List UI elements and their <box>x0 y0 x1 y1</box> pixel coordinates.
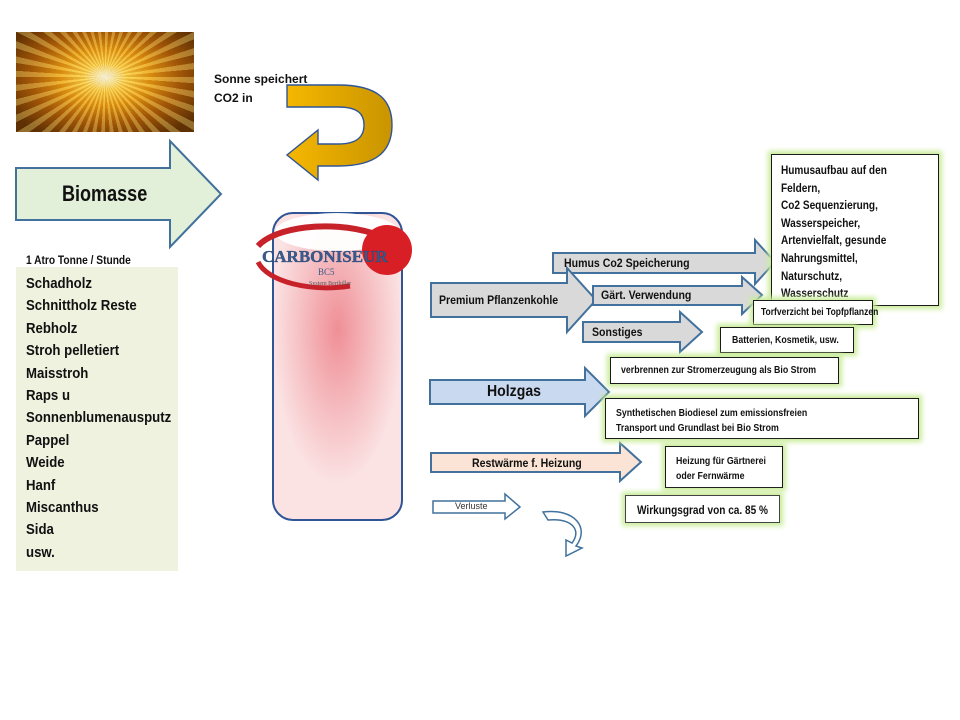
heizung-box: Heizung für Gärtnerei oder Fernwärme <box>665 446 783 488</box>
verluste-label: Verluste <box>455 501 488 511</box>
torf-box: Torfverzicht bei Topfpflanzen <box>753 300 878 325</box>
feedstock-item: Rebholz <box>26 319 78 337</box>
restwaerme-label: Restwärme f. Heizung <box>472 456 582 470</box>
humus-info-line: Co2 Sequenzierung, <box>781 198 878 213</box>
humus-info-line: Artenvielfalt, gesunde <box>781 233 887 248</box>
batterien-text: Batterien, Kosmetik, usw. <box>732 335 839 346</box>
verluste-arrow <box>432 492 522 521</box>
strom-box: verbrennen zur Stromerzeugung als Bio St… <box>610 357 839 384</box>
sun-image <box>16 32 194 132</box>
sun-caption-line1: Sonne speichert <box>214 72 308 86</box>
sun-caption-line2: CO2 in <box>214 91 253 105</box>
feedstock-item: Pappel <box>26 431 70 449</box>
feedstock-item: usw. <box>26 543 55 561</box>
biomass-label: Biomasse <box>62 181 148 206</box>
humus-info-line: Nahrungsmittel, <box>781 250 858 265</box>
feedstock-item: Stroh pelletiert <box>26 342 120 360</box>
co2-cycle-arrow <box>285 84 393 182</box>
feedstock-item: Schnittholz Reste <box>26 297 137 315</box>
gaert-arrow <box>592 274 764 317</box>
loss-curve-arrow <box>541 510 584 558</box>
feedstock-item: Schadholz <box>26 275 93 292</box>
biodiesel-line1: Synthetischen Biodiesel zum emissionsfre… <box>616 408 808 419</box>
wirkungsgrad-text: Wirkungsgrad von ca. 85 % <box>637 503 768 517</box>
feedstock-item: Weide <box>26 454 65 472</box>
humus-info-line: Naturschutz, <box>781 268 843 283</box>
heizung-line1: Heizung für Gärtnerei <box>676 456 766 467</box>
humus-arrow <box>552 237 777 287</box>
pflanzenkohle-label: Premium Pflanzenkohle <box>439 293 559 307</box>
logo-sub: BC5 <box>318 267 335 277</box>
humus-info-line: Wasserschutz <box>781 286 849 301</box>
feedstock-item: Miscanthus <box>26 499 99 517</box>
biomass-arrow <box>15 138 223 250</box>
batterien-box: Batterien, Kosmetik, usw. <box>720 327 854 353</box>
biodiesel-box: Synthetischen Biodiesel zum emissionsfre… <box>605 398 919 439</box>
feedstock-item: Hanf <box>26 476 56 494</box>
torf-text: Torfverzicht bei Topfpflanzen <box>761 307 879 318</box>
strom-text: verbrennen zur Stromerzeugung als Bio St… <box>621 365 817 376</box>
wirkungsgrad-box: Wirkungsgrad von ca. 85 % <box>625 495 780 523</box>
humus-info-line: Wasserspeicher, <box>781 215 861 230</box>
feedstock-item: Maisstroh <box>26 364 89 382</box>
logo-text: CARBONISEUR <box>262 247 388 266</box>
humus-info-line: Humusaufbau auf den <box>781 163 887 177</box>
carboniseur-logo: CARBONISEUR BC5 System Berthiller <box>255 223 412 291</box>
feedstock-item: Sida <box>26 521 54 539</box>
humus-label: Humus Co2 Speicherung <box>564 256 690 270</box>
holzgas-arrow <box>429 365 611 419</box>
pflanzenkohle-arrow <box>430 265 598 335</box>
sonstiges-arrow <box>582 309 704 355</box>
sonstiges-label: Sonstiges <box>592 325 643 339</box>
feedstock-item: Sonnenblumenausputz <box>26 409 172 427</box>
feed-rate-label: 1 Atro Tonne / Stunde <box>26 253 131 267</box>
holzgas-label: Holzgas <box>487 383 541 400</box>
heizung-line2: oder Fernwärme <box>676 471 745 482</box>
restwaerme-arrow <box>430 440 643 484</box>
feedstock-item: Raps u <box>26 387 71 405</box>
logo-tag: System Berthiller <box>309 281 351 287</box>
reactor-vessel <box>272 212 403 521</box>
humus-info-line: Feldern, <box>781 180 821 195</box>
biodiesel-line2: Transport und Grundlast bei Bio Strom <box>616 423 779 434</box>
gaert-label: Gärt. Verwendung <box>601 288 692 302</box>
